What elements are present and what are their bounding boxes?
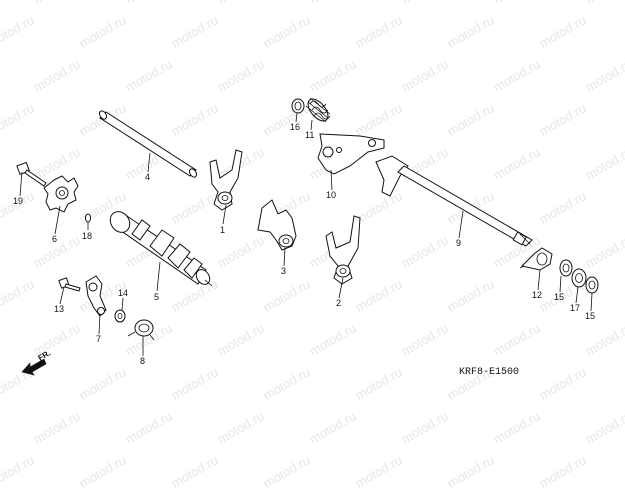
- callout-4: 4: [145, 172, 150, 182]
- callout-18: 18: [82, 231, 92, 241]
- washer-15-left-part: [559, 259, 573, 277]
- bolt-19-part: [16, 161, 47, 187]
- callout-8: 8: [140, 356, 145, 366]
- drum-stopper-plate-part: [43, 175, 79, 213]
- callout-11: 11: [305, 130, 314, 140]
- shift-fork-1-part: [209, 149, 243, 211]
- return-spring-8-part: [127, 319, 155, 341]
- callout-2: 2: [336, 298, 341, 308]
- callout-12: 12: [532, 290, 542, 300]
- leader-lines: [19, 112, 593, 356]
- front-direction-indicator: FR.: [21, 348, 53, 376]
- shift-fork-3-part: [257, 199, 297, 251]
- callout-9: 9: [456, 238, 461, 248]
- washer-15-right-part: [585, 276, 599, 294]
- stopper-arm-part: [85, 275, 107, 317]
- front-direction-label: FR.: [37, 348, 53, 362]
- callout-6: 6: [52, 234, 57, 244]
- callout-1: 1: [220, 225, 225, 235]
- callout-7: 7: [96, 334, 101, 344]
- shift-drum-part: [109, 211, 213, 287]
- front-arrow-icon: [21, 358, 47, 376]
- callout-14: 14: [118, 288, 128, 298]
- spring-11-part: [305, 97, 331, 123]
- shift-fork-2-part: [325, 215, 361, 285]
- shift-fork-shaft-part: [98, 110, 198, 178]
- callout-10: 10: [326, 190, 336, 200]
- circlip-16-part: [291, 98, 305, 114]
- callout-5: 5: [154, 292, 159, 302]
- gearshift-spindle-part: [375, 155, 533, 247]
- callout-15-left: 15: [554, 292, 564, 302]
- pin-18-part: [85, 213, 91, 223]
- callout-13: 13: [54, 304, 64, 314]
- return-spring-12-part: [519, 247, 553, 271]
- shift-plate-part: [317, 133, 385, 175]
- callout-16: 16: [290, 122, 300, 132]
- callout-labels: 1 2 3 4 5 6 7 8 9 10 11 12 13 14 15 15 1…: [13, 122, 595, 366]
- diagram-code: KRF8-E1500: [459, 367, 519, 378]
- callout-15-right: 15: [585, 311, 595, 321]
- bolt-13-part: [58, 277, 81, 292]
- oil-seal-17-part: [571, 268, 587, 288]
- washer-14-part: [114, 309, 126, 323]
- callout-17: 17: [570, 303, 580, 313]
- callout-3: 3: [281, 266, 286, 276]
- diagram-canvas: 1 2 3 4 5 6 7 8 9 10 11 12 13 14 15 15 1…: [13, 97, 599, 378]
- callout-19: 19: [13, 196, 23, 206]
